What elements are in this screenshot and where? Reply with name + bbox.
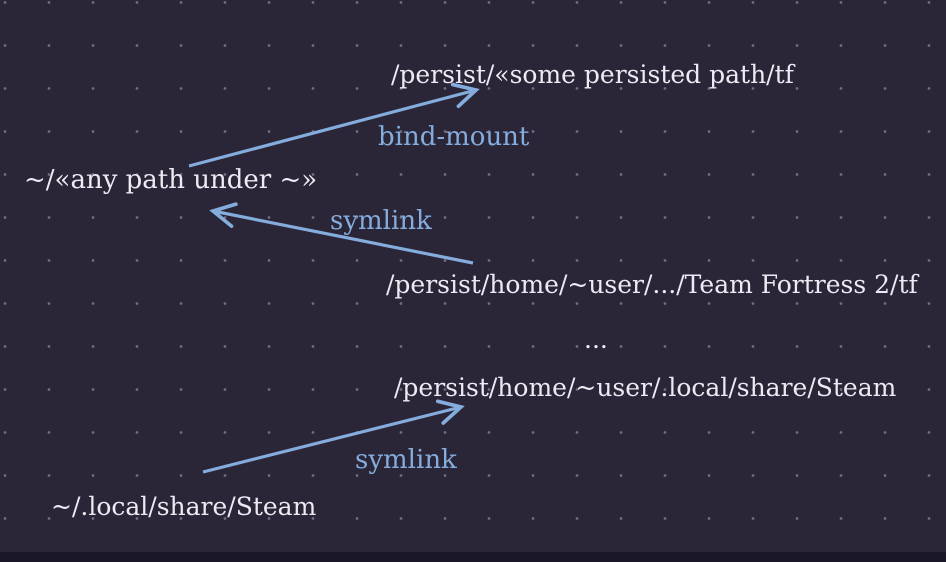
edge-label-symlink-top: symlink: [330, 206, 432, 236]
node-home-steam: ~/.local/share/Steam: [51, 492, 317, 521]
symlink-arrow-top: [209, 202, 474, 265]
ellipsis-text: ...: [584, 325, 608, 354]
node-home-any-path: ~/«any path under ~»: [24, 165, 318, 195]
node-persist-steam: /persist/home/~user/.local/share/Steam: [394, 373, 897, 402]
edge-label-symlink-bottom: symlink: [355, 445, 457, 475]
bottom-edge-strip: [0, 552, 946, 562]
bind-mount-arrow: [188, 82, 480, 168]
node-persist-team-fortress: /persist/home/~user/.../Team Fortress 2/…: [386, 270, 918, 299]
symlink-arrow-bottom: [202, 399, 465, 474]
edge-label-bind-mount: bind-mount: [378, 122, 530, 152]
node-persist-persisted-path: /persist/«some persisted path/tf: [391, 60, 794, 89]
